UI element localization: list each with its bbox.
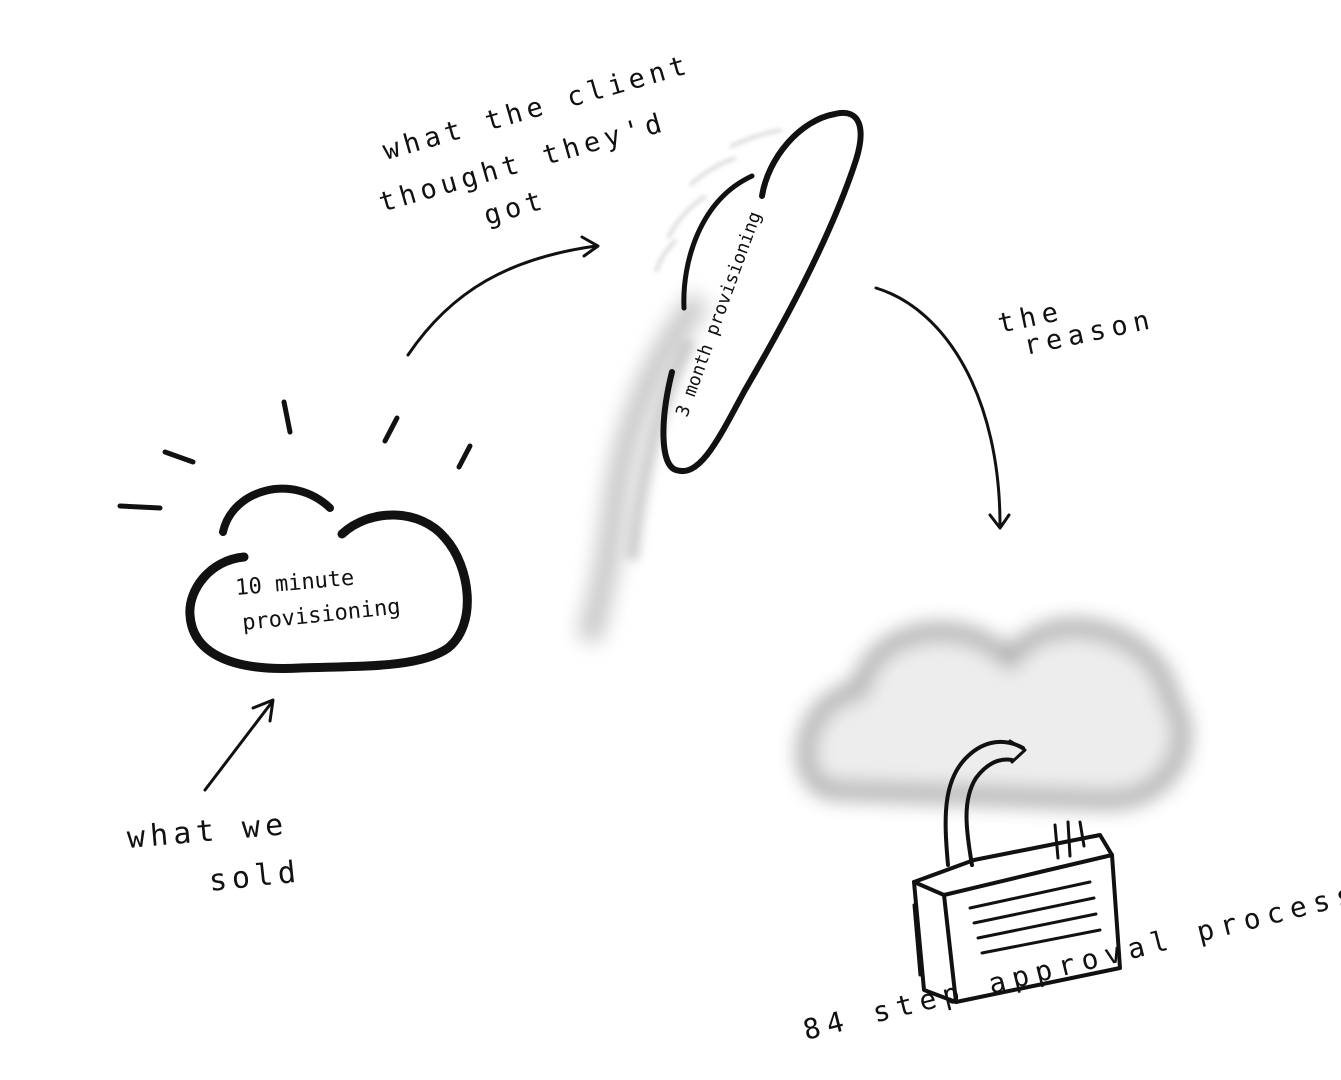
- arrow-cloud-to-comet: [406, 235, 600, 357]
- padlock-icon: [912, 739, 1122, 1004]
- blurred-cloud-icon: [799, 620, 1189, 808]
- comet-small-hump: [681, 173, 755, 311]
- ray-right: [382, 415, 400, 444]
- comet-body: [660, 109, 864, 475]
- arrow-comet-to-lock: [874, 286, 1011, 530]
- ray-left-high: [162, 449, 196, 465]
- ray-far-right: [456, 443, 473, 470]
- ray-top: [281, 399, 293, 435]
- cloud-small-body: [185, 510, 472, 673]
- ray-left-low: [117, 503, 163, 511]
- small-cloud-icon: [117, 399, 473, 673]
- cloud-small-hump: [219, 484, 334, 536]
- arrow-sold-to-cloud: [203, 698, 275, 792]
- comet-cloud-icon: [576, 109, 864, 644]
